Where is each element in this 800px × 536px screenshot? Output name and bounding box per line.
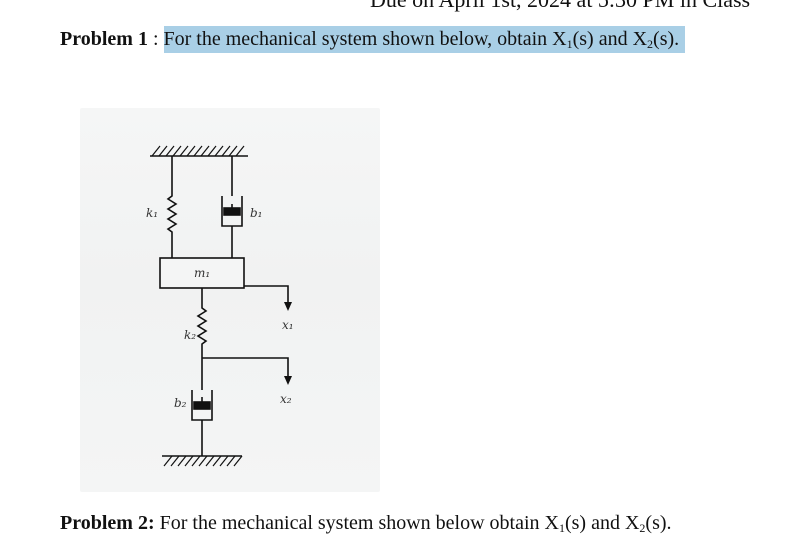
spring-k1 [166,156,178,258]
x2-reference-line [202,357,289,378]
problem-2-text-pre: For the mechanical system shown below ob… [159,512,559,534]
label-x1: x₁ [282,318,294,332]
problem-1-sub-2: 2 [647,37,654,51]
problem-2-label: Problem 2: [60,512,155,534]
mass-m1 [159,257,245,289]
damper-b1 [221,156,243,258]
mechanical-system-diagram [150,145,292,467]
problem-1-text-pre: For the mechanical system shown below, o… [163,28,567,50]
label-k1: k₁ [146,206,159,220]
x2-arrow-head [284,376,292,385]
problem-1-text-post: (s). [653,28,680,50]
problem-2-statement: Problem 2: For the mechanical system sho… [60,512,672,536]
due-date-header: Due on April 1st, 2024 at 5:30 PM in Cla… [370,0,750,13]
label-b1: b₁ [250,206,263,220]
problem-2-sub-2: 2 [639,521,646,535]
problem-2-sub-1: 1 [558,521,565,535]
x1-reference-line [244,285,289,304]
problem-2-text-post: (s). [645,512,672,534]
x1-arrow-head [284,302,292,311]
figure-background [80,108,380,492]
problem-1-highlighted-text: For the mechanical system shown below, o… [163,26,686,53]
mechanical-system-figure: k₁ b₁ m₁ x₁ k₂ b₂ x₂ [80,108,380,492]
top-ground-hatch [151,145,245,157]
label-k2: k₂ [184,328,197,342]
problem-1-separator: : [152,28,159,50]
label-b2: b₂ [174,396,187,410]
label-x2: x₂ [280,392,292,406]
problem-1-label: Problem 1 [60,28,148,50]
spring-k2 [196,288,208,358]
problem-1-sub-1: 1 [566,37,573,51]
problem-2-text-mid: (s) and X [564,512,640,534]
problem-1-text-mid: (s) and X [572,28,648,50]
damper-b2 [191,358,213,456]
problem-1-statement: Problem 1 : For the mechanical system sh… [60,26,686,53]
label-m1: m₁ [194,266,211,280]
bottom-ground-hatch [163,455,243,467]
